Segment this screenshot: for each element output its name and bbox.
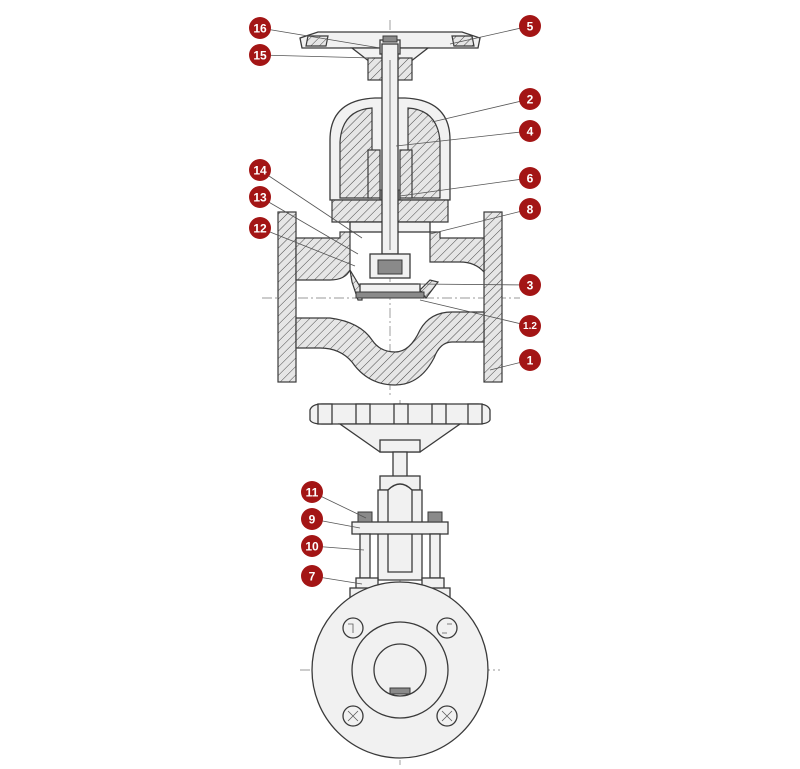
callout-circle bbox=[249, 44, 271, 66]
callout-label: 7 bbox=[309, 570, 316, 584]
callout-label: 3 bbox=[527, 279, 534, 293]
callout-label: 16 bbox=[253, 22, 267, 36]
callout-circle bbox=[301, 565, 323, 587]
leader-line bbox=[449, 25, 531, 45]
leader-line bbox=[259, 54, 373, 59]
callout-badge: 2 bbox=[519, 88, 541, 110]
callout-label: 1 bbox=[527, 354, 534, 368]
callout-badge: 12 bbox=[249, 217, 271, 239]
callout-circle bbox=[519, 15, 541, 37]
callout-label: 8 bbox=[527, 203, 534, 217]
callout-label: 2 bbox=[527, 93, 534, 107]
callout-label: 15 bbox=[253, 49, 267, 63]
callout-badge: 3 bbox=[519, 274, 541, 296]
callout-label: 10 bbox=[305, 540, 319, 554]
leader-line bbox=[259, 196, 359, 255]
callout-badge: 8 bbox=[519, 198, 541, 220]
callout-badge: 11 bbox=[301, 481, 323, 503]
leader-line bbox=[419, 299, 531, 327]
callout-circle bbox=[301, 535, 323, 557]
callout-circle bbox=[249, 186, 271, 208]
callout-badge: 4 bbox=[519, 120, 541, 142]
callout-circle bbox=[249, 17, 271, 39]
leader-line bbox=[417, 283, 531, 286]
leader-line bbox=[399, 177, 531, 197]
flange-front bbox=[311, 581, 489, 759]
section-view bbox=[262, 20, 520, 395]
callout-circle bbox=[519, 315, 541, 337]
callout-circle bbox=[519, 120, 541, 142]
callout-circle bbox=[249, 217, 271, 239]
callout-circle bbox=[519, 167, 541, 189]
callout-badge: 9 bbox=[301, 508, 323, 530]
callout-badge: 14 bbox=[249, 159, 271, 181]
valve-body-section bbox=[277, 211, 503, 386]
callout-badge: 15 bbox=[249, 44, 271, 66]
callout-label: 9 bbox=[309, 513, 316, 527]
callout-label: 6 bbox=[527, 172, 534, 186]
callout-circle bbox=[519, 349, 541, 371]
callout-badge: 5 bbox=[519, 15, 541, 37]
leader-line bbox=[431, 98, 531, 123]
callout-circle bbox=[519, 198, 541, 220]
callout-circle bbox=[519, 88, 541, 110]
callout-badge: 10 bbox=[301, 535, 323, 557]
leader-line bbox=[429, 208, 531, 235]
callout-circle bbox=[301, 508, 323, 530]
callout-badge: 1 bbox=[519, 349, 541, 371]
callout-circle bbox=[301, 481, 323, 503]
callout-label: 12 bbox=[253, 222, 267, 236]
callout-label: 5 bbox=[527, 20, 534, 34]
callout-badge: 6 bbox=[519, 167, 541, 189]
leader-line bbox=[395, 130, 531, 147]
callout-badge: 16 bbox=[249, 17, 271, 39]
callout-label: 14 bbox=[253, 164, 267, 178]
callout-badge: 7 bbox=[301, 565, 323, 587]
callout-label: 1.2 bbox=[523, 321, 537, 332]
callout-circle bbox=[249, 159, 271, 181]
callout-label: 11 bbox=[306, 486, 319, 500]
callout-label: 13 bbox=[253, 191, 267, 205]
callout-circle bbox=[519, 274, 541, 296]
callout-badge: 13 bbox=[249, 186, 271, 208]
handwheel-front bbox=[309, 403, 491, 453]
stem-section bbox=[381, 43, 399, 255]
front-view bbox=[300, 400, 500, 765]
leader-line bbox=[259, 227, 356, 267]
disc-section bbox=[355, 253, 425, 299]
flange-bolt-holes bbox=[342, 617, 458, 727]
callout-badge: 1.2 bbox=[519, 315, 541, 337]
leader-line bbox=[259, 27, 381, 49]
leader-line bbox=[259, 169, 363, 239]
callout-label: 4 bbox=[527, 125, 534, 139]
